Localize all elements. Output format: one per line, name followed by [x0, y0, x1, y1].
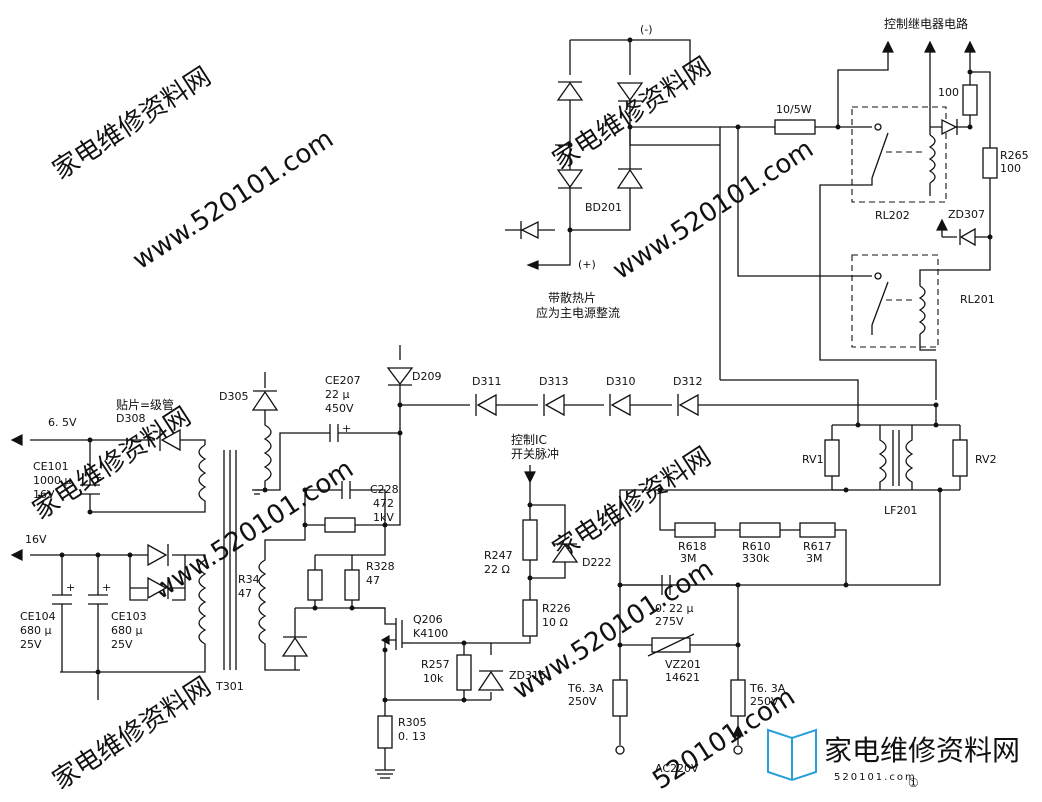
r247-label: R247 — [484, 549, 513, 562]
relay-control-label: 控制继电器电路 — [884, 16, 968, 31]
watermark-text: 家电维修资料网 — [547, 52, 716, 176]
d222-label: D222 — [582, 556, 611, 569]
ce207-plus: + — [342, 422, 351, 435]
r265-value: 100 — [1000, 162, 1021, 175]
ce103-plus: + — [102, 581, 111, 594]
fuse2-label: T6. 3A — [749, 682, 786, 695]
r257-label: R257 — [421, 658, 450, 671]
r226-label: R226 — [542, 602, 571, 615]
zd316-label: ZD316 — [509, 669, 546, 682]
cx-cap-label: 0. 22 μ — [655, 602, 693, 615]
r305-value: 0. 13 — [398, 730, 426, 743]
relay-section: 控制继电器电路 10/5W RL202 100 R265 1 — [720, 16, 1029, 400]
t301-label: T301 — [215, 680, 244, 693]
r328-value: 47 — [366, 574, 380, 587]
d310-label: D310 — [606, 375, 635, 388]
r34-label: R34 — [238, 573, 260, 586]
r618-value: 3M — [680, 552, 697, 565]
d305-label: D305 — [219, 390, 248, 403]
r-10-5w-label: 10/5W — [776, 103, 812, 116]
d311-label: D311 — [472, 375, 501, 388]
v16-label: 16V — [25, 533, 47, 546]
line-filter-lf201: RV1 RV2 LF201 — [802, 405, 997, 517]
r610-value: 330k — [742, 552, 770, 565]
ce104-cap: 680 μ — [20, 624, 52, 637]
primary-section: D305 + CE207 22 μ 450V C228 472 1kV — [219, 372, 403, 671]
d312-label: D312 — [673, 375, 702, 388]
d308-label: D308 — [116, 412, 145, 425]
r100-label: 100 — [938, 86, 959, 99]
ce101-voltage: 16V — [33, 488, 55, 501]
watermark-text: 家电维修资料网 — [47, 62, 216, 186]
vz201-label: VZ201 — [665, 658, 701, 671]
fuse1-label: T6. 3A — [567, 682, 604, 695]
r247-value: 22 Ω — [484, 563, 510, 576]
fuse1-rating: 250V — [568, 695, 597, 708]
rl201-label: RL201 — [960, 293, 995, 306]
r226-value: 10 Ω — [542, 616, 568, 629]
vz201-value: 14621 — [665, 671, 700, 684]
q206-value: K4100 — [413, 627, 448, 640]
main-rail: D209 D311 D313 D310 D312 — [386, 345, 939, 425]
rv1-label: RV1 — [802, 453, 824, 466]
ce101-plus: + — [93, 471, 102, 484]
ce207-voltage: 450V — [325, 402, 354, 415]
r328-label: R328 — [366, 560, 395, 573]
ce101-label: CE101 — [33, 460, 69, 473]
zd307-label: ZD307 — [948, 208, 985, 221]
ce103-voltage: 25V — [111, 638, 133, 651]
watermark-text: www.520101.com — [607, 134, 819, 286]
bridge-minus-label: (-) — [640, 23, 653, 36]
site-logo: 家电维修资料网 520101.com ① — [767, 728, 1020, 790]
logo-url: 520101.com — [834, 772, 917, 783]
rv2-label: RV2 — [975, 453, 997, 466]
v65-label: 6. 5V — [48, 416, 77, 429]
d209-label: D209 — [412, 370, 441, 383]
smd-note: 贴片=级管 — [116, 397, 174, 412]
d313-label: D313 — [539, 375, 568, 388]
c228-label: C228 — [370, 483, 399, 496]
r617-value: 3M — [806, 552, 823, 565]
fuse2-rating: 250V — [750, 695, 779, 708]
switch-section: 控制IC 开关脉冲 R247 22 Ω D222 R226 10 Ω Q206 … — [315, 433, 611, 779]
c228-voltage: 1kV — [373, 511, 394, 524]
ac-input-label: AC220V — [655, 762, 699, 775]
lf201-label: LF201 — [884, 504, 917, 517]
r34-value: 47 — [238, 587, 252, 600]
bd201-label: BD201 — [585, 201, 622, 214]
r257-value: 10k — [423, 672, 444, 685]
cx-cap-voltage: 275V — [655, 615, 684, 628]
ce104-voltage: 25V — [20, 638, 42, 651]
logo-text: 家电维修资料网 — [824, 734, 1020, 767]
bridge-plus-label: (+) — [578, 258, 596, 271]
ce207-label: CE207 — [325, 374, 361, 387]
ce103-label: CE103 — [111, 610, 147, 623]
ce104-plus: + — [66, 581, 75, 594]
ctrl-ic-label-2: 开关脉冲 — [511, 446, 559, 461]
ac-input-section: R618 3M R610 330k R617 3M 0. 22 μ 275V V… — [567, 487, 941, 775]
q206-label: Q206 — [413, 613, 443, 626]
transformer-t301: T301 + 6. 5V CE101 1000 μ 16V 贴片=级管 D308… — [10, 397, 244, 700]
watermark-text: www.520101.com — [127, 124, 339, 276]
r265-label: R265 — [1000, 149, 1029, 162]
heatsink-note-1: 带散热片 — [548, 290, 596, 305]
ce101-cap: 1000 μ — [33, 474, 72, 487]
ce103-cap: 680 μ — [111, 624, 143, 637]
ce207-cap: 22 μ — [325, 388, 350, 401]
ctrl-ic-label-1: 控制IC — [511, 433, 547, 447]
c228-value: 472 — [373, 497, 394, 510]
figure-number: ① — [908, 776, 919, 790]
heatsink-note-2: 应为主电源整流 — [536, 305, 620, 320]
r610-label: R610 — [742, 540, 771, 553]
r618-label: R618 — [678, 540, 707, 553]
ce104-label: CE104 — [20, 610, 56, 623]
watermark-text: 家电维修资料网 — [47, 672, 216, 796]
r617-label: R617 — [803, 540, 832, 553]
bridge-rectifier-bd201: (-) (+) BD201 — [505, 23, 721, 380]
rl202-label: RL202 — [875, 209, 910, 222]
r305-label: R305 — [398, 716, 427, 729]
